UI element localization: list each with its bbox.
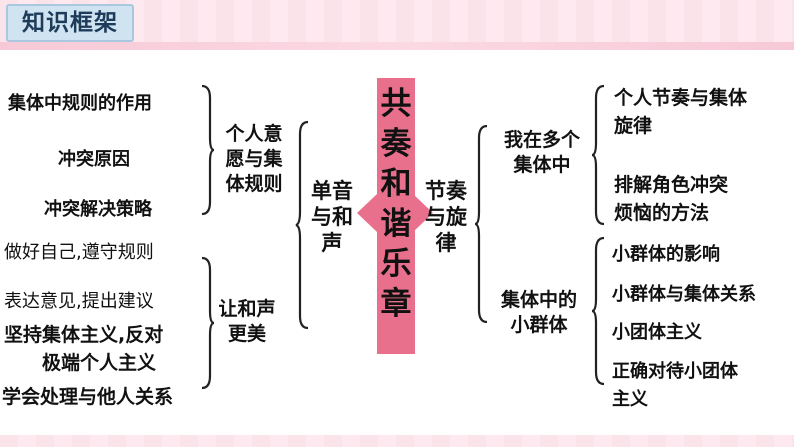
left-branch-label-line: 单音 <box>311 179 353 203</box>
right-group2-item: 小群体的影响 <box>612 244 720 265</box>
right-group2-label-line: 集体中的 <box>500 289 577 311</box>
right-group1-item: 个人节奏与集体 <box>614 87 748 109</box>
center-title: 共 奏 和 谐 乐 章 <box>377 84 415 324</box>
left-group1-label-line: 体规则 <box>225 173 283 195</box>
left-group1-label-line: 愿与集 <box>225 148 283 170</box>
center-title-char: 奏 <box>380 126 412 162</box>
right-branch-label-line: 与旋 <box>425 205 467 229</box>
right-group1-item: 排解角色冲突 <box>614 174 729 196</box>
left-group2-label-line: 更美 <box>227 323 266 345</box>
right-group2-item: 正确对待小团体 <box>612 361 738 382</box>
left-branch-brace <box>295 120 309 330</box>
right-group2-brace <box>591 236 605 386</box>
center-title-char: 谐 <box>380 206 412 242</box>
right-group2-label: 集体中的 小群体 <box>494 288 584 338</box>
left-group1-item: 冲突原因 <box>58 149 130 170</box>
left-branch-label-line: 声 <box>321 231 343 255</box>
footer-band <box>0 435 794 447</box>
left-group1-brace <box>201 84 215 216</box>
right-group2-item: 小群体与集体关系 <box>612 284 756 305</box>
right-group1-item: 旋律 <box>614 115 653 137</box>
right-group1-item: 烦恼的方法 <box>614 202 710 224</box>
center-title-char: 乐 <box>380 246 412 282</box>
left-group2-item: 极端个人主义 <box>42 352 157 374</box>
center-title-char: 共 <box>380 86 412 122</box>
center-title-char: 章 <box>380 286 412 322</box>
left-group2-label-line: 让和声 <box>218 298 276 320</box>
left-group2-item: 学会处理与他人关系 <box>2 386 174 408</box>
right-group2-label-line: 小群体 <box>510 314 568 336</box>
right-group2-item: 主义 <box>612 389 648 410</box>
center-diamond <box>357 194 433 232</box>
right-group1-brace <box>591 84 605 226</box>
right-group2-item: 小团体主义 <box>612 322 702 343</box>
right-branch-label-line: 节奏 <box>425 179 467 203</box>
right-group1-label-line: 集体中 <box>513 154 571 176</box>
left-group1-label: 个人意 愿与集 体规则 <box>220 122 288 197</box>
left-group1-label-line: 个人意 <box>225 123 283 145</box>
header-stripe <box>0 42 794 50</box>
page-title: 知识框架 <box>6 4 134 42</box>
left-group1-item: 集体中规则的作用 <box>8 93 152 114</box>
right-branch-label: 节奏 与旋 律 <box>420 178 472 256</box>
left-group2-item: 坚持集体主义,反对 <box>4 324 164 346</box>
left-group2-item: 表达意见,提出建议 <box>4 291 154 312</box>
left-group2-brace <box>201 256 215 390</box>
right-group1-label: 我在多个 集体中 <box>498 128 586 178</box>
left-group1-item: 冲突解决策略 <box>44 199 152 220</box>
right-group1-label-line: 我在多个 <box>503 129 580 151</box>
left-branch-label: 单音 与和 声 <box>306 178 358 256</box>
left-group2-label: 让和声 更美 <box>216 297 278 347</box>
left-group2-item: 做好自己,遵守规则 <box>4 242 154 263</box>
center-title-char: 和 <box>380 166 412 202</box>
right-branch-brace <box>474 124 488 324</box>
left-branch-label-line: 与和 <box>311 205 353 229</box>
right-branch-label-line: 律 <box>435 231 457 255</box>
